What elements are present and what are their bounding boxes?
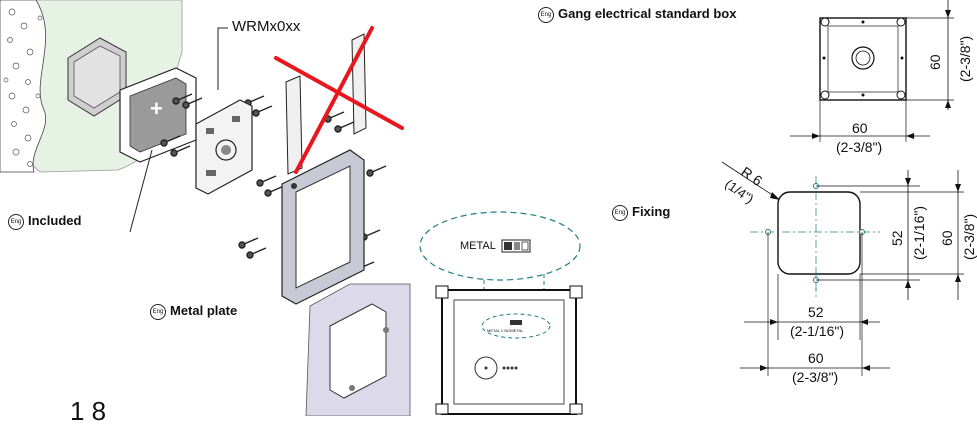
box-width-mm: 60 [852, 120, 868, 136]
fixing-cutout [777, 191, 861, 275]
electronic-module [195, 99, 253, 195]
lang-badge: Eng [150, 303, 166, 320]
svg-text:+: + [150, 96, 163, 121]
gang-box-outline [819, 17, 907, 101]
included-label: Eng Included [8, 213, 81, 230]
red-cross-mark [274, 26, 404, 174]
wall-aggregate [3, 8, 43, 167]
metal-plate-illustration [305, 283, 411, 416]
box-outline [441, 289, 577, 415]
box-height-mm: 60 [927, 54, 943, 70]
lang-badge: Eng [538, 6, 554, 23]
lang-badge: Eng [612, 204, 628, 221]
fix-inner-w-in: (2-1/16") [790, 323, 844, 339]
box-height-in: (2-3/8") [957, 36, 973, 82]
metal-switch-diagram [419, 211, 583, 415]
box-width-in: (2-3/8") [836, 139, 882, 155]
fix-outer-h-mm: 60 [939, 230, 955, 246]
fix-outer-h-in: (2-3/8") [961, 214, 977, 260]
gang-box-label: Eng Gang electrical standard box [538, 6, 736, 23]
wall-gang-box [67, 37, 127, 117]
gang-box-text: Gang electrical standard box [558, 6, 737, 21]
fixing-text: Fixing [632, 204, 671, 219]
fix-outer-w-mm: 60 [808, 350, 824, 366]
switch-small-ellipse [481, 313, 551, 339]
fix-outer-w-in: (2-3/8") [792, 369, 838, 385]
lang-badge: Eng [8, 213, 24, 230]
gang-box-drawing: 60 (2-3/8") 60 (2-3/8") [790, 0, 973, 155]
metal-small-label: METAL // NOMETAL [487, 328, 524, 333]
assembly-illustration: + [0, 0, 411, 416]
model-label: WRMx0xx [232, 18, 301, 35]
partial-number: 1 8 [70, 396, 107, 426]
included-leader-line [129, 149, 153, 233]
back-plate: + [119, 67, 197, 163]
metal-plate-label: Eng Metal plate [150, 303, 237, 320]
model-leader-line [217, 27, 228, 90]
switch-zoom-ellipse [419, 211, 581, 281]
fixing-drawing: R 6 (1/4") 52 (2-1/16") 60 (2-3/8") 52 ( [721, 161, 977, 385]
wall-edge-texture [0, 0, 47, 173]
fix-inner-w-mm: 52 [808, 304, 824, 320]
metal-plate-text: Metal plate [170, 303, 238, 318]
fixing-label: Eng Fixing [612, 204, 670, 221]
metal-label: METAL [460, 240, 496, 252]
frame-plate [281, 149, 365, 305]
included-text: Included [28, 213, 82, 228]
fix-inner-h-in: (2-1/16") [911, 206, 927, 260]
fix-inner-h-mm: 52 [889, 230, 905, 246]
